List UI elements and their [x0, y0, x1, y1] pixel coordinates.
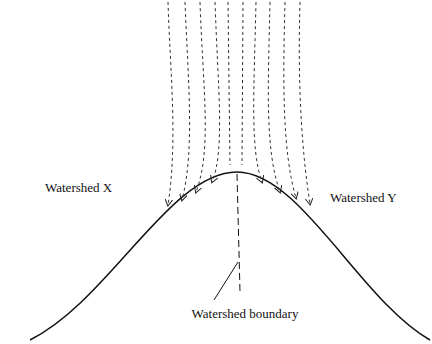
boundary-label: Watershed boundary — [192, 306, 299, 322]
leader-line — [214, 262, 238, 300]
hill-profile — [30, 172, 430, 340]
rain-flow-arrows — [168, 2, 310, 205]
watershed-label: Watershed X — [45, 180, 112, 196]
boundary-line — [237, 174, 240, 292]
watershed-label: Watershed Y — [330, 190, 397, 206]
